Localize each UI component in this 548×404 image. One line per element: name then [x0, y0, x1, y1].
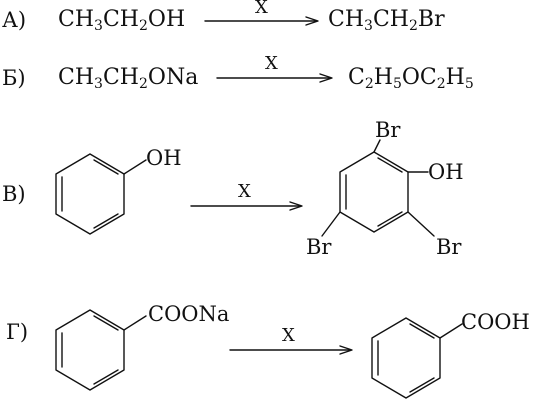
reaction-g-reagent: X — [282, 325, 295, 346]
reaction-v-product-benzene-ring — [321, 139, 435, 237]
reaction-g-product-benzene-ring — [371, 317, 463, 399]
reaction-v-product-oh: OH — [428, 160, 464, 184]
reaction-v-product-br-left: Br — [306, 235, 332, 259]
reaction-b-product: C2H5OC2H5 — [348, 65, 474, 92]
reaction-a-reagent: X — [255, 0, 268, 18]
reaction-v-product-br-right: Br — [436, 235, 462, 259]
reaction-a-product: CH3CH2Br — [328, 7, 445, 34]
reaction-v-label: В) — [2, 182, 26, 206]
reaction-v-reactant-benzene-ring — [55, 153, 147, 235]
reaction-a-label: А) — [2, 8, 27, 32]
reaction-b-reagent: X — [265, 53, 278, 74]
reaction-g-reactant-benzene-ring — [55, 309, 147, 391]
reaction-g-arrow — [229, 345, 353, 355]
reaction-b-label: Б) — [2, 66, 26, 90]
reaction-g-product-cooh: COOH — [461, 310, 530, 334]
reaction-v-arrow — [190, 201, 303, 211]
reaction-a-reactant: CH3CH2OH — [58, 7, 186, 34]
reaction-v-reagent: X — [238, 181, 251, 202]
reaction-g-reactant-coona: COONa — [148, 302, 230, 326]
reaction-v-reactant-oh: OH — [146, 146, 182, 170]
reaction-b-reactant: CH3CH2ONa — [58, 65, 199, 92]
reaction-b-arrow — [216, 73, 333, 83]
reaction-g-label: Г) — [6, 320, 29, 344]
reaction-v-product-br-top: Br — [375, 118, 401, 142]
reaction-a-arrow — [204, 16, 319, 26]
